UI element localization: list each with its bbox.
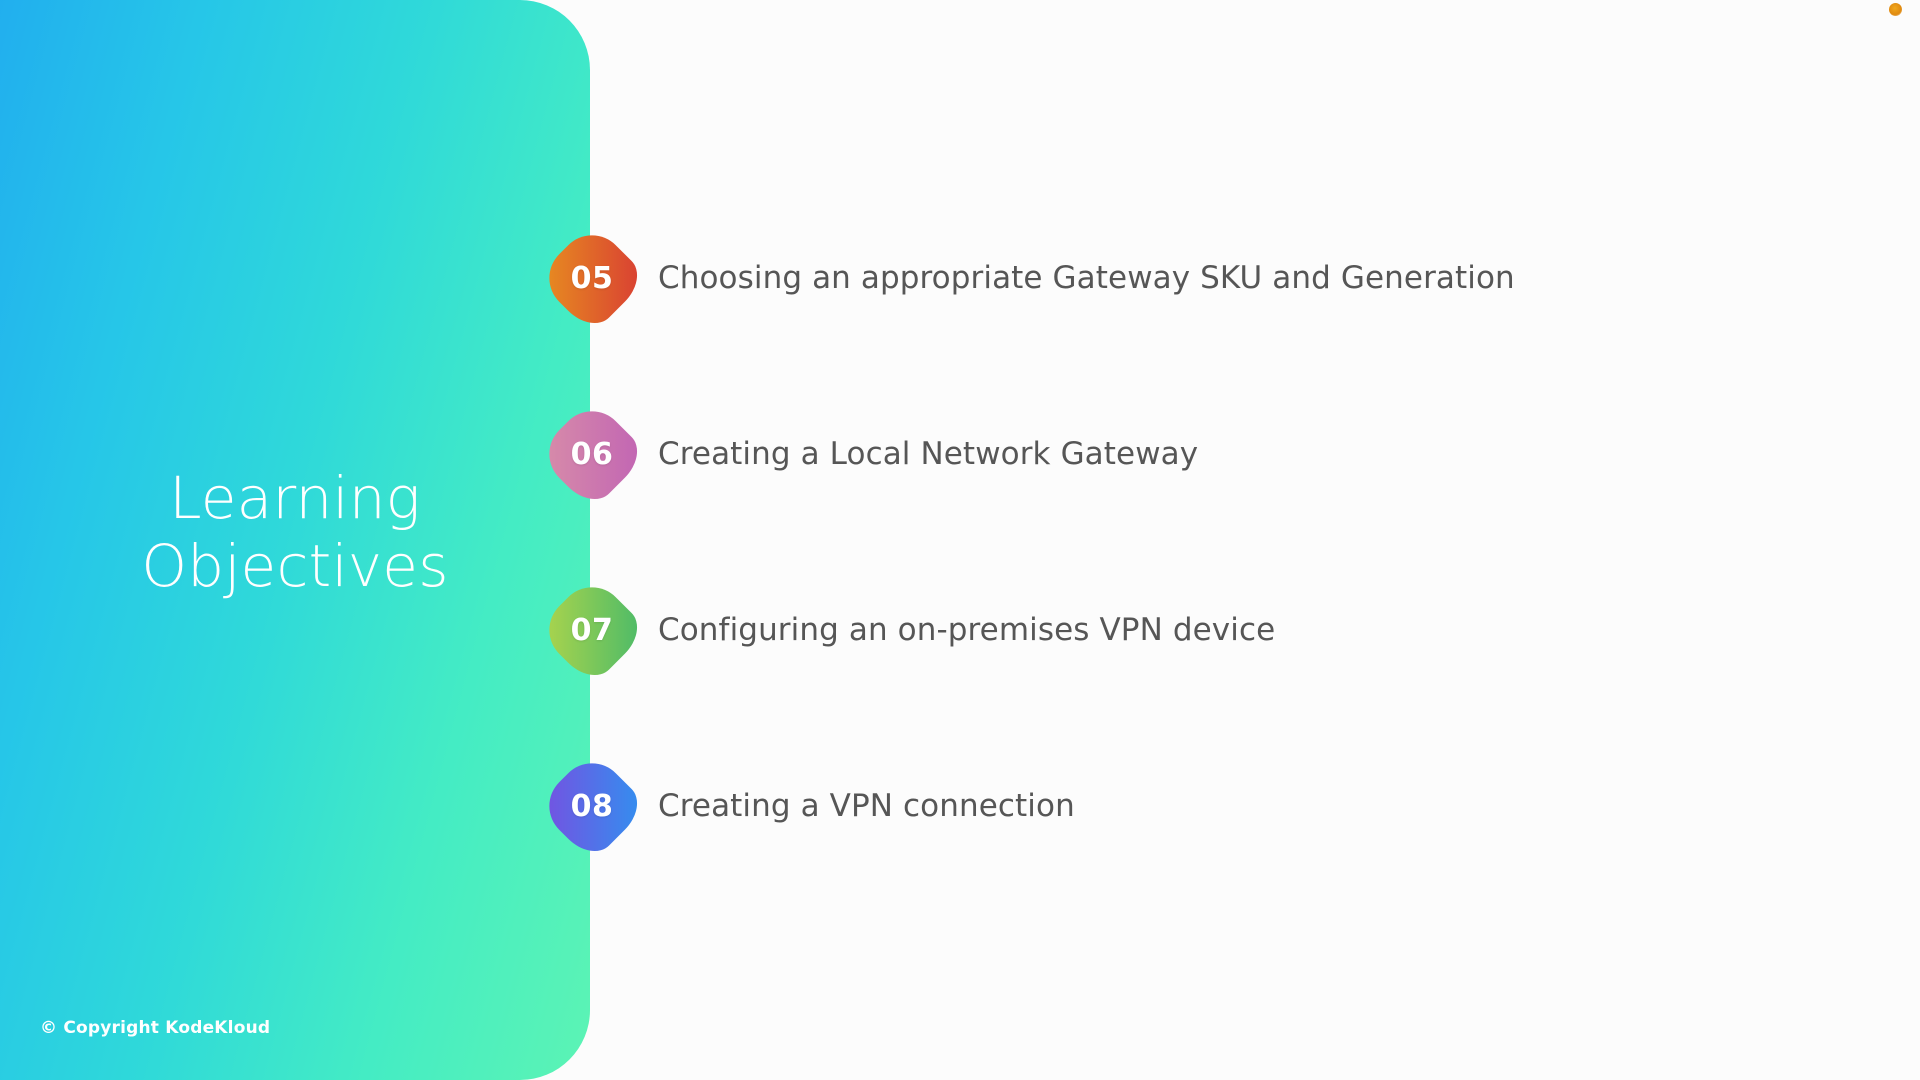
objective-number-badge: 08 (535, 749, 649, 863)
copyright-notice: © Copyright KodeKloud (40, 1018, 271, 1038)
objective-number-label: 06 (570, 436, 614, 472)
objective-number-badge: 07 (535, 573, 649, 687)
objective-number-label: 07 (570, 612, 614, 648)
objective-text-label: Creating a VPN connection (658, 788, 1075, 824)
objective-text-label: Choosing an appropriate Gateway SKU and … (658, 260, 1515, 296)
objective-text-label: Creating a Local Network Gateway (658, 436, 1199, 472)
objective-item: 07 Configuring an on-premises VPN device (0, 570, 1920, 690)
page-title: Learning Objectives (141, 464, 449, 600)
left-gradient-panel: Learning Objectives © Copyright KodeKlou… (0, 0, 590, 1080)
objective-text-label: Configuring an on-premises VPN device (658, 612, 1276, 648)
objective-number-badge: 05 (535, 221, 649, 335)
objective-number-label: 05 (570, 260, 614, 296)
objective-item: 06 Creating a Local Network Gateway (0, 394, 1920, 514)
objective-number-label: 08 (570, 788, 614, 824)
objective-item: 08 Creating a VPN connection (0, 746, 1920, 866)
objective-item: 05 Choosing an appropriate Gateway SKU an… (0, 218, 1920, 338)
status-dot-icon (1889, 3, 1902, 16)
objective-number-badge: 06 (535, 397, 649, 511)
